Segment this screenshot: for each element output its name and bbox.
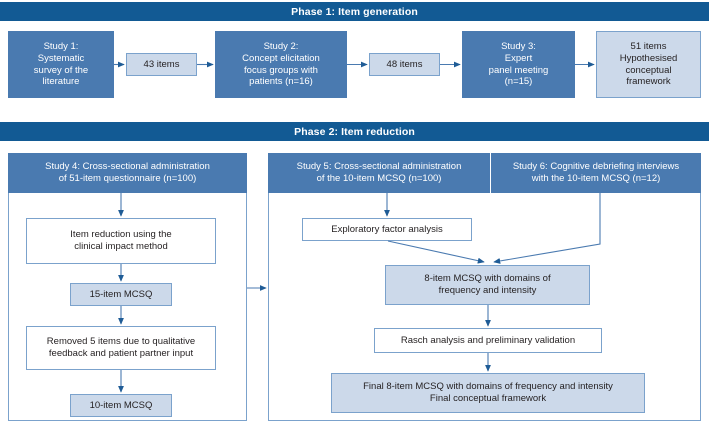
node-43-items: 43 items (126, 53, 197, 76)
node-final-mcsq: Final 8-item MCSQ with domains of freque… (331, 373, 645, 413)
column-header-study-5: Study 5: Cross-sectional administration … (268, 153, 490, 193)
node-8-item-mcsq: 8-item MCSQ with domains of frequency an… (385, 265, 590, 305)
node-removed-5-items: Removed 5 items due to qualitative feedb… (26, 326, 216, 370)
node-study-3: Study 3: Expert panel meeting (n=15) (462, 31, 575, 98)
node-study-1: Study 1: Systematic survey of the litera… (8, 31, 114, 98)
node-48-items: 48 items (369, 53, 440, 76)
node-study-2: Study 2: Concept elicitation focus group… (215, 31, 347, 98)
phase-2-header-label: Phase 2: Item reduction (294, 125, 415, 138)
column-header-study-4: Study 4: Cross-sectional administration … (8, 153, 247, 193)
node-51-items-framework: 51 items Hypothesised conceptual framewo… (596, 31, 701, 98)
phase-1-header-bar: Phase 1: Item generation (0, 2, 709, 21)
node-15-item-mcsq: 15-item MCSQ (70, 283, 172, 306)
node-exploratory-factor-analysis: Exploratory factor analysis (302, 218, 472, 241)
node-item-reduction: Item reduction using the clinical impact… (26, 218, 216, 264)
node-rasch-analysis: Rasch analysis and preliminary validatio… (374, 328, 602, 353)
phase-1-header-label: Phase 1: Item generation (291, 5, 418, 18)
column-header-study-6: Study 6: Cognitive debriefing interviews… (490, 153, 701, 193)
node-10-item-mcsq: 10-item MCSQ (70, 394, 172, 417)
phase-2-header-bar: Phase 2: Item reduction (0, 122, 709, 141)
